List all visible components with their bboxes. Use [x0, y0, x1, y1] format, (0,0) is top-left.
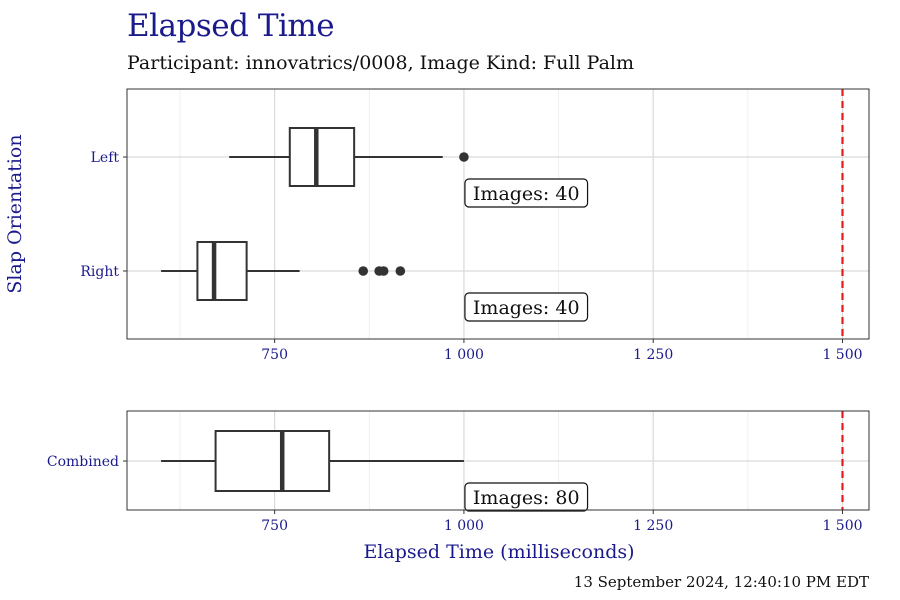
outlier-point [459, 152, 469, 162]
x-tick-label: 1 250 [633, 518, 673, 534]
x-tick-label: 1 500 [822, 518, 862, 534]
x-tick-label: 1 500 [822, 347, 862, 363]
outlier-point [358, 266, 369, 276]
box-iqr [214, 430, 331, 492]
x-axis-title: Elapsed Time (milliseconds) [363, 541, 634, 563]
count-label-box [464, 292, 589, 322]
count-label-box [464, 178, 589, 208]
box-iqr [288, 127, 356, 187]
y-tick-label: Left [91, 150, 120, 166]
y-tick-label: Combined [47, 454, 119, 470]
panel-border [126, 410, 870, 511]
count-label: Images: 40 [464, 292, 589, 322]
panel-border [126, 88, 870, 340]
x-tick-label: 750 [261, 518, 288, 534]
chart-subtitle: Participant: innovatrics/0008, Image Kin… [127, 52, 635, 74]
x-tick-label: 1 250 [633, 347, 673, 363]
x-tick-label: 750 [261, 347, 288, 363]
box-iqr [196, 241, 248, 301]
chart-title: Elapsed Time [127, 8, 335, 44]
count-label-box [464, 482, 589, 512]
count-label: Images: 40 [464, 178, 589, 208]
outlier-point [378, 266, 389, 276]
count-label-text: Images: 40 [473, 183, 580, 205]
timestamp-footer: 13 September 2024, 12:40:10 PM EDT [573, 573, 869, 591]
x-tick-label: 1 000 [444, 347, 484, 363]
count-label: Images: 80 [464, 482, 589, 512]
count-label-text: Images: 80 [473, 487, 580, 509]
y-axis-title: Slap Orientation [4, 134, 26, 293]
count-label-text: Images: 40 [473, 297, 580, 319]
outlier-point [395, 266, 406, 276]
x-tick-label: 1 000 [444, 518, 484, 534]
y-tick-label: Right [80, 264, 119, 280]
